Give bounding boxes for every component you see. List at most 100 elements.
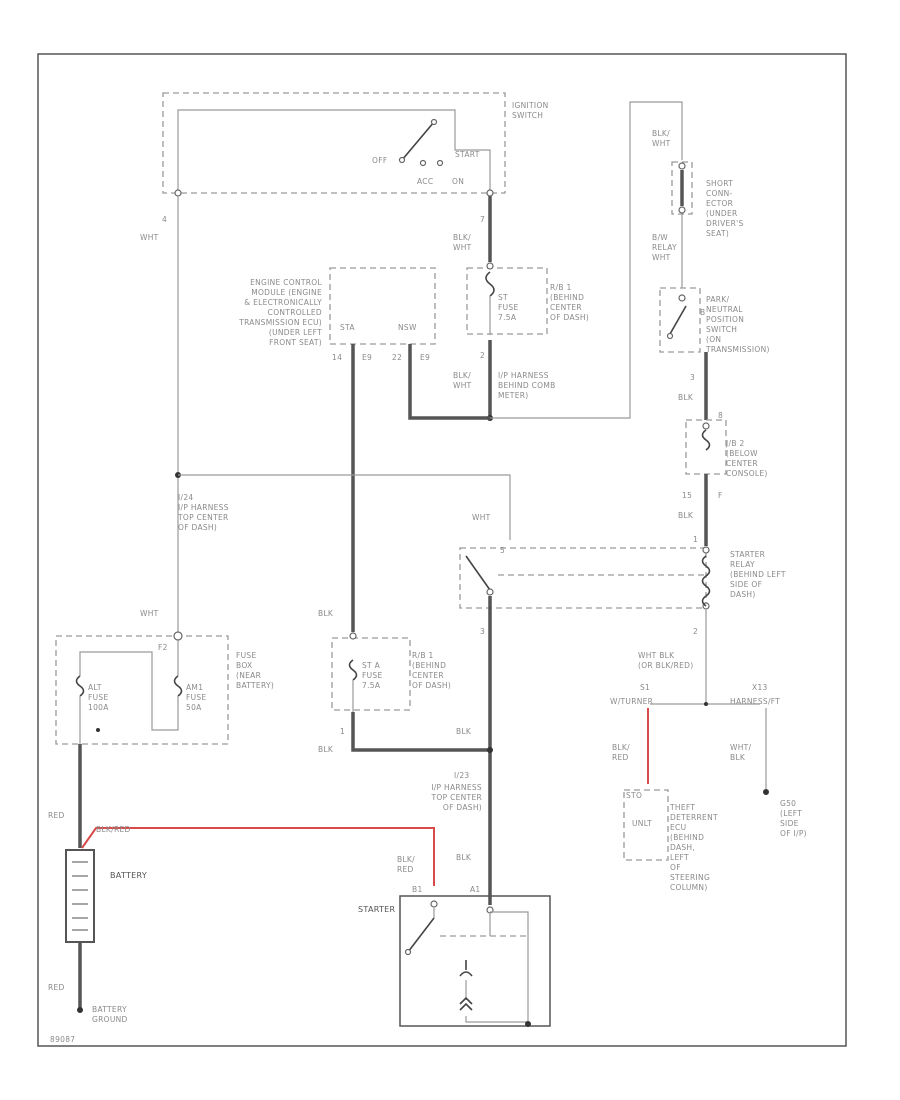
diagram-label: BLK/ bbox=[453, 371, 471, 380]
wire-segment bbox=[486, 588, 494, 596]
ignition-on-label: ON bbox=[452, 177, 464, 186]
wire-segment bbox=[79, 651, 179, 731]
diagram-label: ECU bbox=[670, 823, 686, 832]
diagram-label: FUSE bbox=[88, 693, 109, 702]
wire-segment bbox=[178, 474, 511, 540]
diagram-label: BLK bbox=[678, 511, 694, 520]
diagram-label: POSITION bbox=[706, 315, 744, 324]
diagram-label: RELAY bbox=[652, 243, 677, 252]
conn-ign-7: 7 bbox=[480, 215, 485, 224]
diagram-label: 1 bbox=[340, 727, 345, 736]
wire-segment bbox=[407, 917, 435, 953]
wire-segment bbox=[174, 189, 182, 197]
wire-segment bbox=[401, 121, 435, 161]
wire-segment bbox=[659, 287, 701, 353]
wire-segment bbox=[485, 271, 495, 297]
diagram-frame bbox=[37, 53, 847, 1047]
wire-segment bbox=[465, 555, 491, 591]
diagram-label: ENGINE CONTROL bbox=[250, 278, 322, 287]
wire-segment bbox=[669, 305, 687, 335]
conn-ign-4: 4 bbox=[162, 215, 167, 224]
diagram-label: NEUTRAL bbox=[706, 305, 743, 314]
diagram-label: I/P HARNESS bbox=[178, 503, 229, 512]
diagram-label: WHT bbox=[453, 381, 472, 390]
diagram-label: TRANSMISSION ECU) bbox=[238, 318, 322, 327]
diagram-label: (LEFT bbox=[780, 809, 802, 818]
diagram-label: 3 bbox=[480, 627, 485, 636]
wire-segment bbox=[75, 675, 85, 697]
diagram-label: R/B 1 bbox=[550, 283, 572, 292]
starter-label: STARTER bbox=[358, 905, 396, 914]
diagram-label: OF DASH) bbox=[443, 803, 482, 812]
wire-segment bbox=[459, 996, 473, 1011]
diagram-label: 7.5A bbox=[362, 681, 381, 690]
diagram-label: B bbox=[700, 308, 705, 317]
wire-segment bbox=[702, 422, 710, 430]
diagram-label: FUSE bbox=[498, 303, 519, 312]
figure-id: 89087 bbox=[50, 1035, 75, 1044]
diagram-label: SHORT bbox=[706, 179, 733, 188]
diagram-label: HARNESS/FT bbox=[730, 697, 780, 706]
diagram-label: WHT bbox=[652, 253, 671, 262]
diagram-label: I/P HARNESS bbox=[498, 371, 549, 380]
diagram-label: & ELECTRONICALLY bbox=[244, 298, 322, 307]
diagram-label: BATTERY) bbox=[236, 681, 274, 690]
diagram-label: BLK bbox=[678, 393, 694, 402]
diagram-label: TRANSMISSION) bbox=[705, 345, 770, 354]
diagram-label: OF DASH) bbox=[412, 681, 451, 690]
wire-segment bbox=[490, 101, 683, 419]
battery-ground-icon bbox=[77, 1007, 83, 1013]
diagram-label: OF DASH) bbox=[178, 523, 217, 532]
wire-segment bbox=[459, 960, 473, 977]
diagram-label: STEERING bbox=[670, 873, 710, 882]
diagram-label: TOP CENTER bbox=[177, 513, 229, 522]
diagram-label: METER) bbox=[498, 391, 528, 400]
diagram-label: (BELOW bbox=[726, 449, 758, 458]
diagram-label: STO bbox=[626, 791, 642, 800]
wire-segment bbox=[465, 1016, 528, 1023]
diagram-label: SIDE OF bbox=[730, 580, 762, 589]
diagram-label: FUSE bbox=[186, 693, 207, 702]
wire-segment bbox=[486, 262, 494, 270]
diagram-label: CENTER bbox=[550, 303, 582, 312]
wire-segment bbox=[398, 156, 406, 164]
diagram-label: CONSOLE) bbox=[726, 469, 768, 478]
diagram-label: RED bbox=[612, 753, 629, 762]
wire-ecm-nsw bbox=[408, 344, 490, 420]
wire-segment bbox=[349, 632, 357, 640]
diagram-label: WHT bbox=[472, 513, 491, 522]
diagram-label: F bbox=[718, 491, 723, 500]
wire-segment bbox=[96, 728, 100, 732]
diagram-label: I/P HARNESS bbox=[431, 783, 482, 792]
diagram-label: (ON bbox=[706, 335, 721, 344]
diagram-label: (UNDER LEFT bbox=[269, 328, 322, 337]
diagram-label: (BEHIND bbox=[550, 293, 584, 302]
diagram-label: RED bbox=[397, 865, 414, 874]
diagram-label: SWITCH bbox=[512, 111, 543, 120]
starter-motor bbox=[399, 895, 551, 1027]
diagram-label: BLK bbox=[318, 745, 334, 754]
ground-g50-icon bbox=[763, 789, 769, 795]
diagram-label: COLUMN) bbox=[670, 883, 708, 892]
diagram-label: FUSE bbox=[362, 671, 383, 680]
diagram-label: AM1 bbox=[186, 683, 203, 692]
diagram-label: UNLT bbox=[632, 819, 652, 828]
diagram-label: B/W bbox=[652, 233, 668, 242]
